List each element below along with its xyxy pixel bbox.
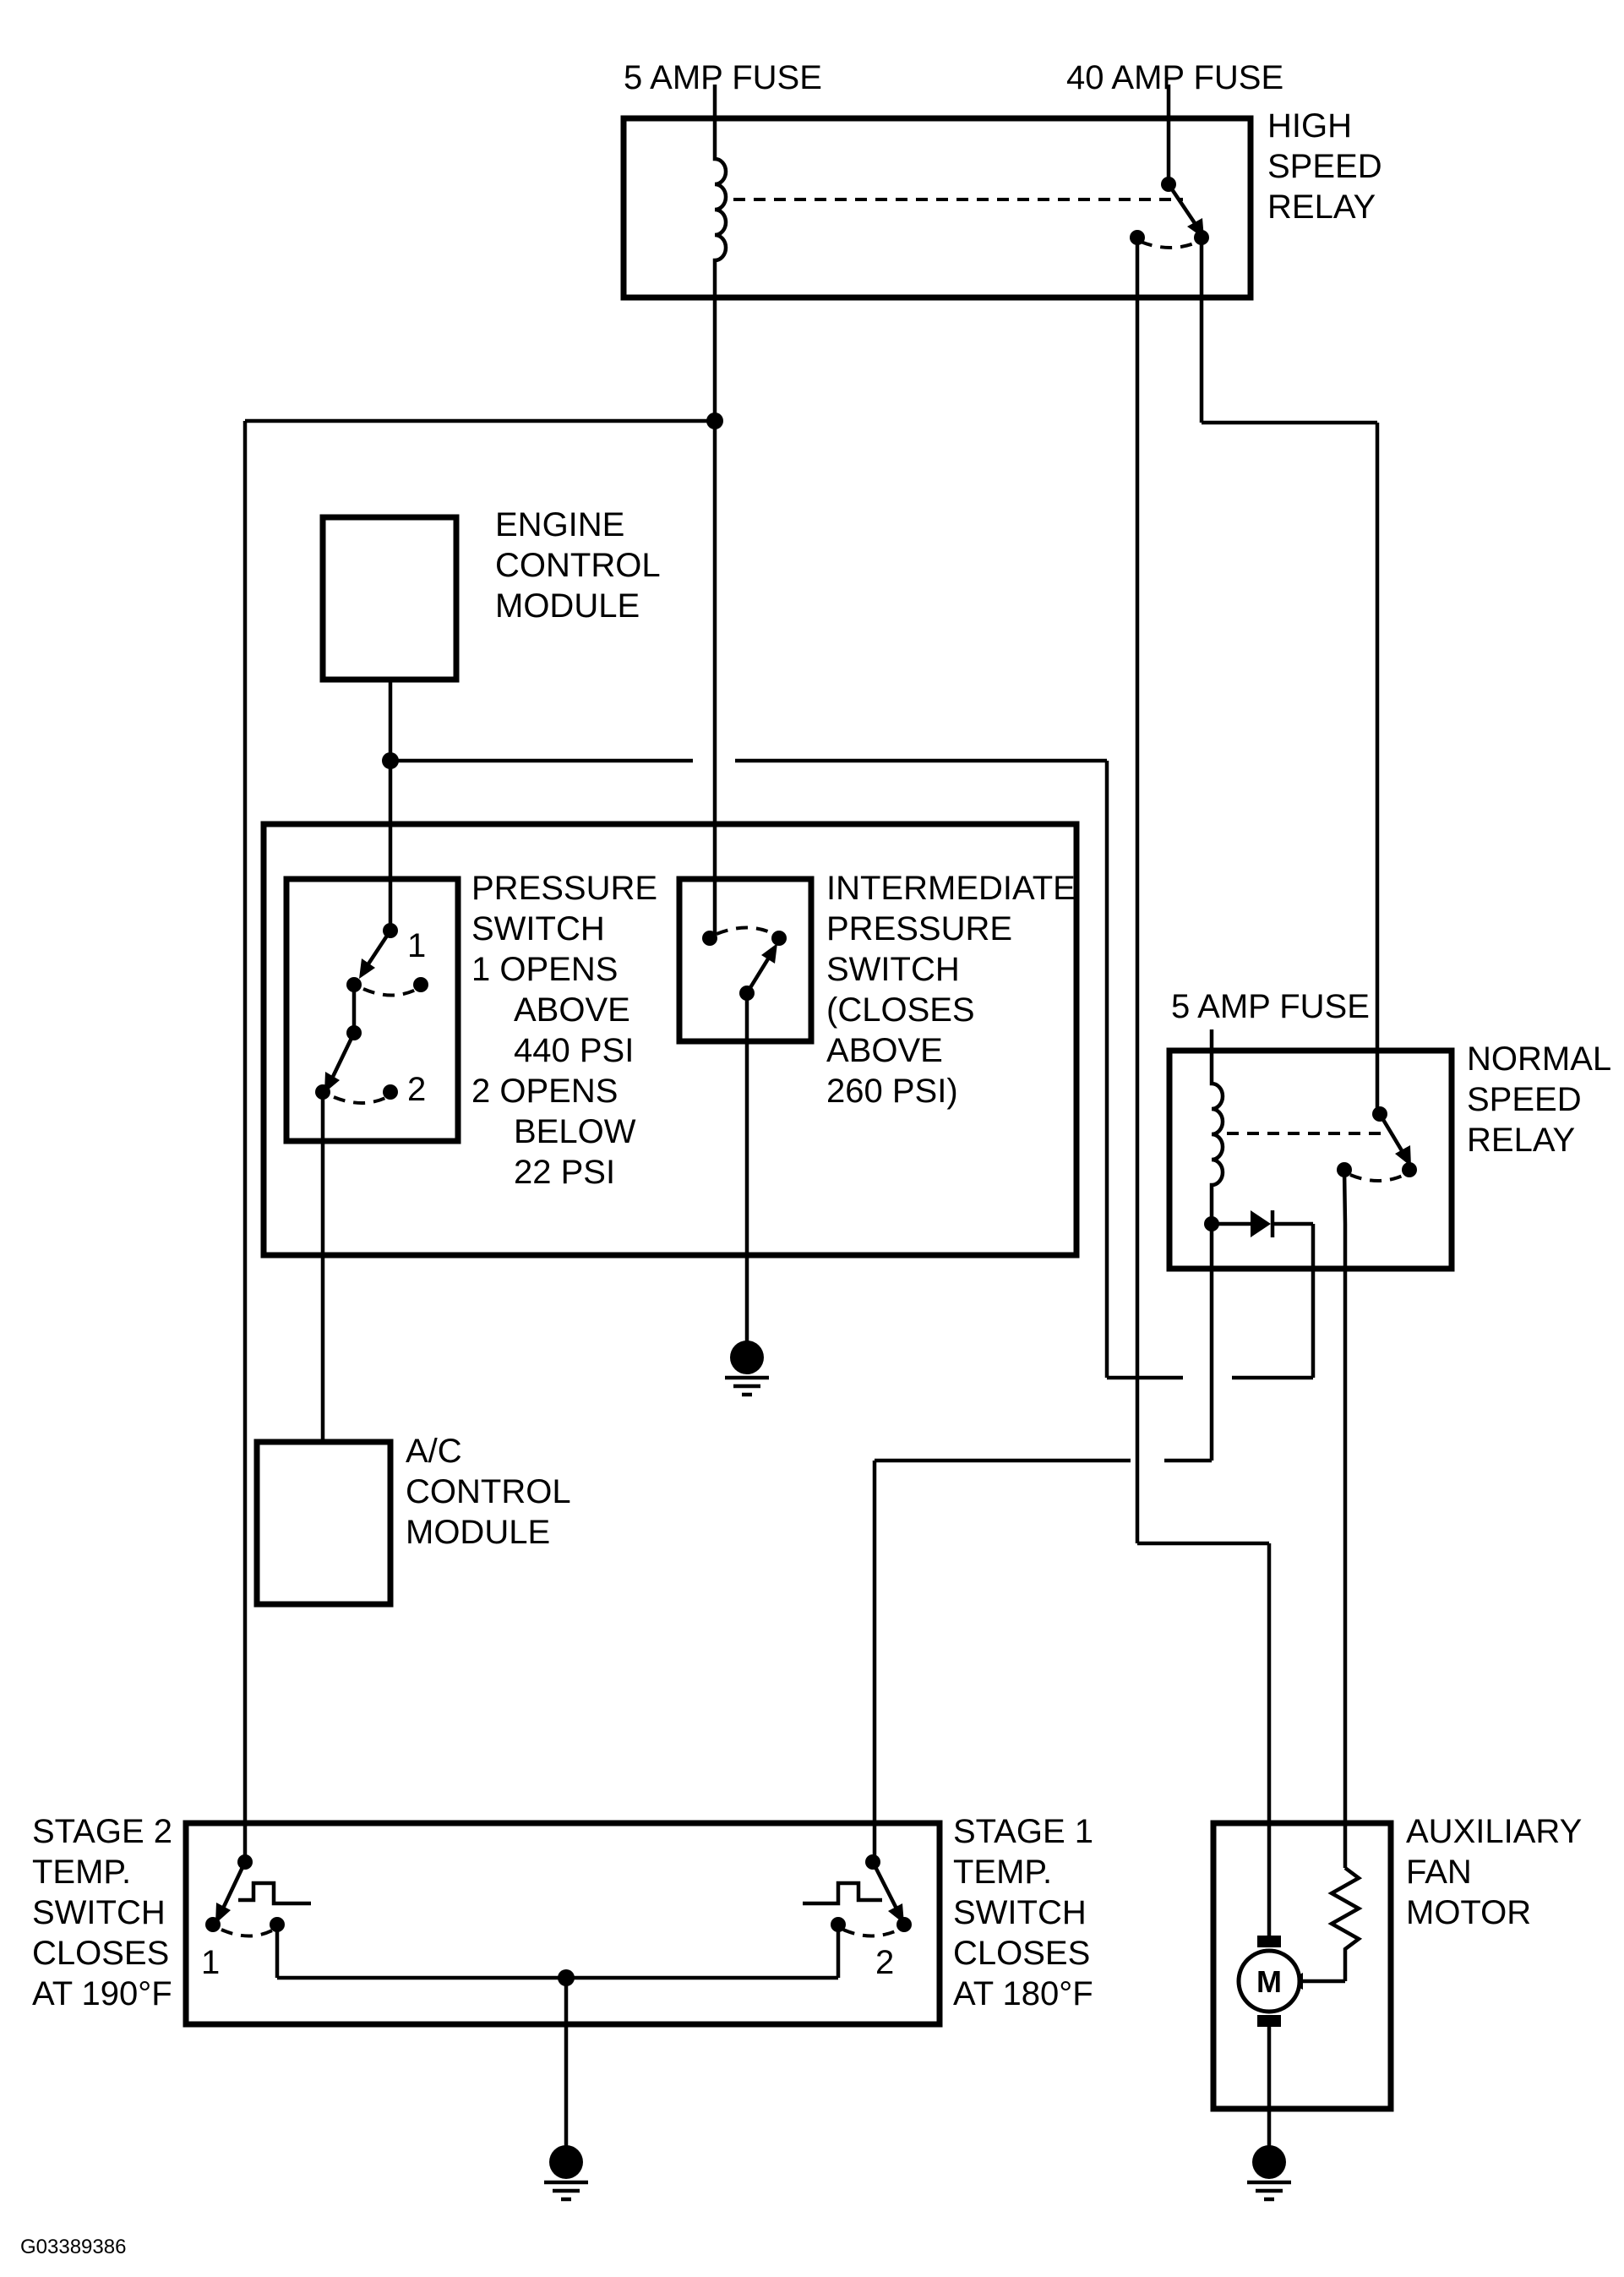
svg-text:NORMAL: NORMAL: [1467, 1040, 1611, 1078]
svg-text:MODULE: MODULE: [406, 1514, 550, 1551]
svg-text:(CLOSES: (CLOSES: [826, 991, 975, 1029]
svg-text:1 OPENS: 1 OPENS: [471, 951, 618, 988]
label-5amp-fuse-right: 5 AMP FUSE: [1171, 988, 1370, 1025]
svg-text:STAGE 2: STAGE 2: [32, 1813, 172, 1850]
svg-text:BELOW: BELOW: [514, 1113, 636, 1150]
label-high-speed-relay: HIGH SPEED RELAY: [1267, 107, 1382, 226]
svg-text:CLOSES: CLOSES: [32, 1935, 169, 1972]
stage1-switch: [803, 1854, 912, 1978]
svg-text:440 PSI: 440 PSI: [514, 1032, 634, 1069]
svg-text:22 PSI: 22 PSI: [514, 1154, 615, 1191]
svg-text:SPEED: SPEED: [1467, 1081, 1582, 1118]
svg-text:ABOVE: ABOVE: [826, 1032, 943, 1069]
engine-control-module: [319, 514, 460, 683]
ground-icon: [544, 2145, 588, 2202]
label-normal-speed-relay: NORMAL SPEED RELAY: [1467, 1040, 1611, 1159]
stage1-contact-label: 2: [875, 1944, 894, 1981]
auxiliary-fan-motor: M: [1210, 1224, 1394, 2112]
svg-text:PRESSURE: PRESSURE: [826, 910, 1012, 947]
svg-text:A/C: A/C: [406, 1433, 462, 1470]
svg-text:260 PSI): 260 PSI): [826, 1073, 958, 1110]
contact-label-1: 1: [407, 927, 426, 964]
svg-text:HIGH: HIGH: [1267, 107, 1352, 145]
svg-text:STAGE 1: STAGE 1: [953, 1813, 1093, 1850]
svg-text:TEMP.: TEMP.: [953, 1854, 1052, 1891]
stage2-switch: [205, 1854, 311, 1978]
svg-text:MOTOR: MOTOR: [1406, 1894, 1531, 1931]
high-speed-relay: [620, 85, 1254, 421]
svg-text:ENGINE: ENGINE: [495, 506, 624, 543]
label-intermediate-pressure-switch: INTERMEDIATE PRESSURE SWITCH (CLOSES ABO…: [826, 870, 1076, 1110]
svg-text:SWITCH: SWITCH: [826, 951, 960, 988]
motor-symbol: M: [1256, 1964, 1282, 1999]
svg-text:AT 190°F: AT 190°F: [32, 1975, 172, 2012]
svg-text:SWITCH: SWITCH: [471, 910, 605, 947]
ac-control-module: [253, 1439, 394, 1608]
svg-text:INTERMEDIATE: INTERMEDIATE: [826, 870, 1076, 907]
pressure-switch-contacts: [315, 923, 428, 1105]
label-auxiliary-fan-motor: AUXILIARY FAN MOTOR: [1406, 1813, 1582, 1931]
ground-icon: [725, 1341, 769, 1397]
label-ac-control-module: A/C CONTROL MODULE: [406, 1433, 571, 1551]
temp-switch-box: [183, 1820, 943, 2028]
svg-text:SPEED: SPEED: [1267, 148, 1382, 185]
label-stage1-switch: STAGE 1 TEMP. SWITCH CLOSES AT 180°F: [953, 1813, 1093, 2012]
svg-text:FAN: FAN: [1406, 1854, 1472, 1891]
svg-text:PRESSURE: PRESSURE: [471, 870, 657, 907]
svg-text:MODULE: MODULE: [495, 587, 640, 625]
svg-text:SWITCH: SWITCH: [32, 1894, 166, 1931]
svg-text:AUXILIARY: AUXILIARY: [1406, 1813, 1582, 1850]
label-engine-control-module: ENGINE CONTROL MODULE: [495, 506, 661, 625]
svg-text:RELAY: RELAY: [1467, 1122, 1575, 1159]
svg-text:RELAY: RELAY: [1267, 188, 1376, 226]
wires: [243, 238, 1380, 2154]
svg-text:CLOSES: CLOSES: [953, 1935, 1090, 1972]
stage2-contact-label: 1: [201, 1944, 220, 1981]
label-40amp-fuse: 40 AMP FUSE: [1066, 59, 1283, 96]
svg-text:CONTROL: CONTROL: [495, 547, 661, 584]
svg-text:ABOVE: ABOVE: [514, 991, 630, 1029]
svg-text:AT 180°F: AT 180°F: [953, 1975, 1093, 2012]
label-pressure-switch: PRESSURE SWITCH 1 OPENS ABOVE 440 PSI 2 …: [471, 870, 657, 1191]
label-5amp-fuse-top: 5 AMP FUSE: [624, 59, 822, 96]
svg-text:CONTROL: CONTROL: [406, 1473, 571, 1510]
label-stage2-switch: STAGE 2 TEMP. SWITCH CLOSES AT 190°F: [32, 1813, 172, 2012]
ground-icon: [1247, 2145, 1291, 2202]
svg-text:SWITCH: SWITCH: [953, 1894, 1087, 1931]
figure-id: G03389386: [20, 2236, 126, 2258]
svg-text:2 OPENS: 2 OPENS: [471, 1073, 618, 1110]
contact-label-2: 2: [407, 1071, 426, 1108]
svg-text:TEMP.: TEMP.: [32, 1854, 131, 1891]
